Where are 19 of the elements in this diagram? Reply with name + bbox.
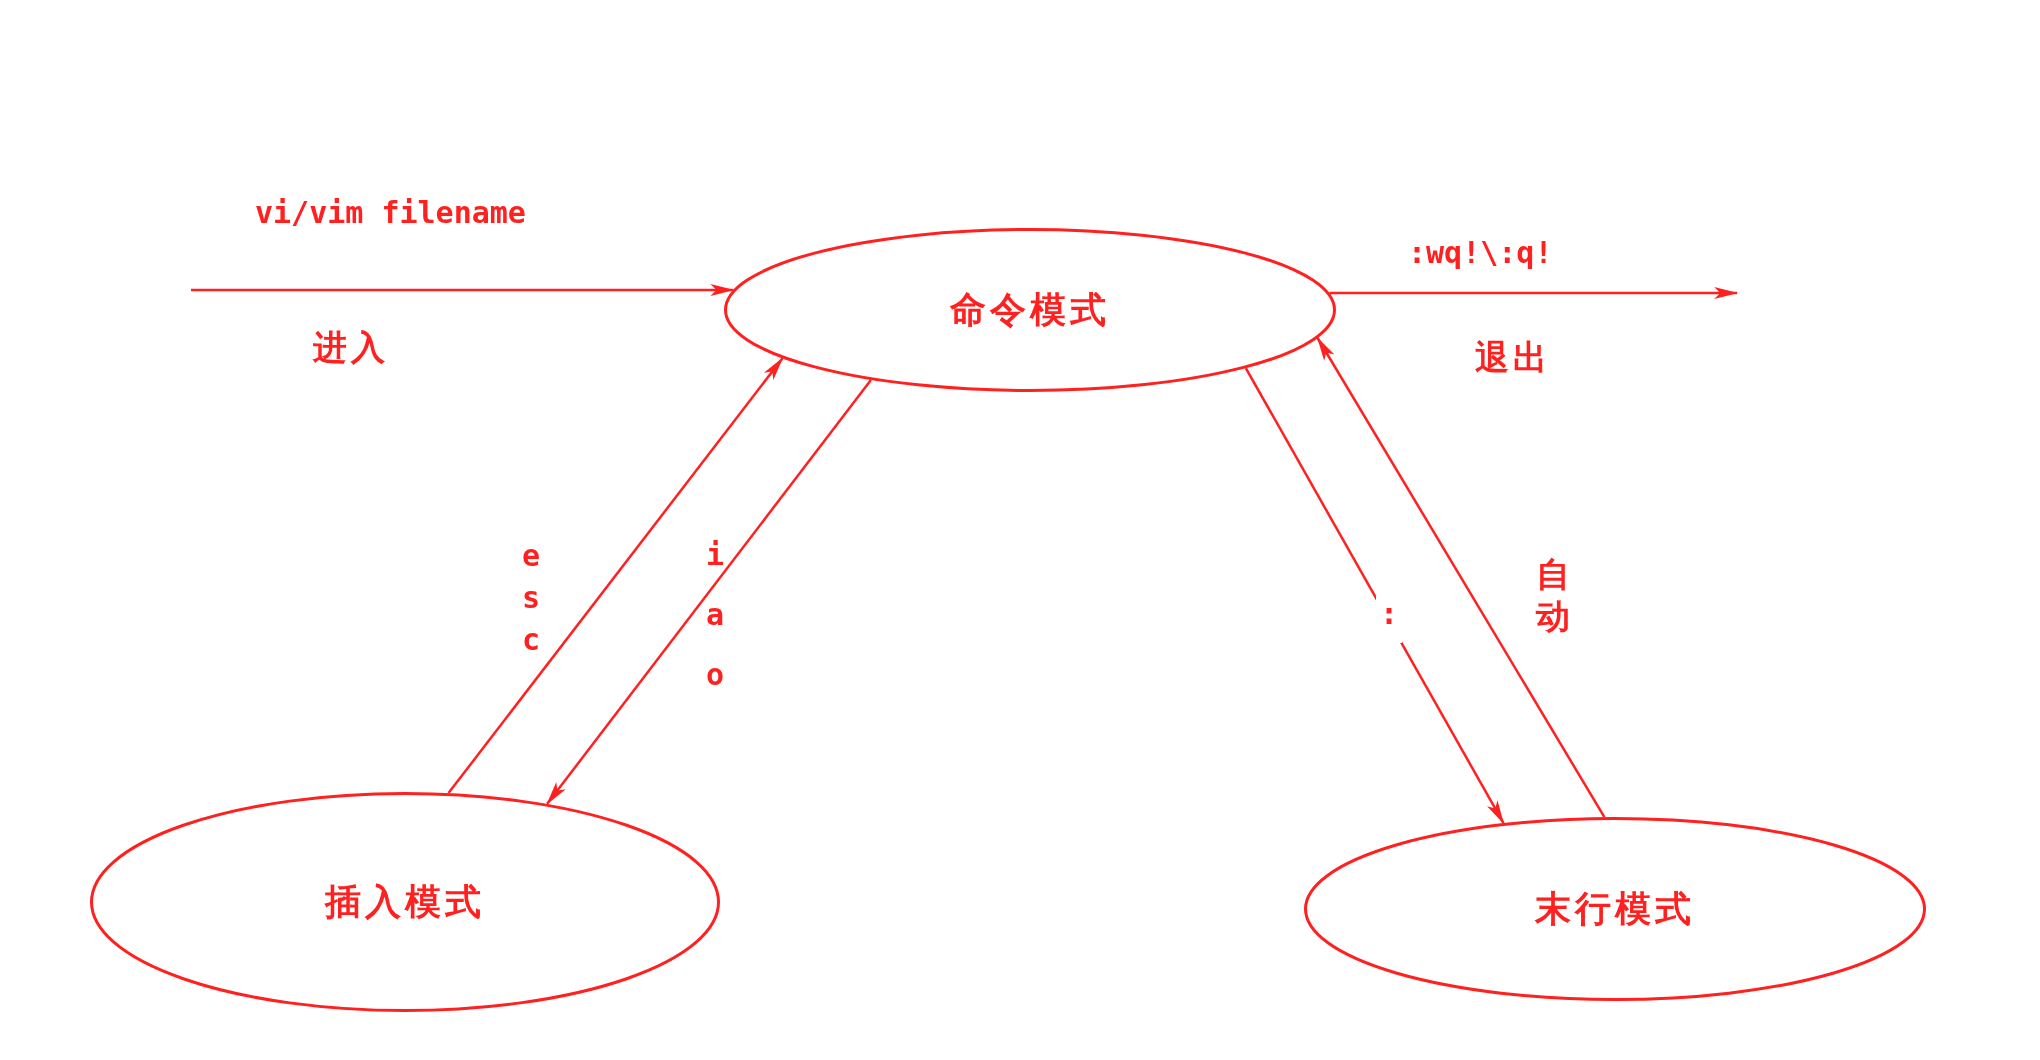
node-label: 末行模式 [1534, 886, 1696, 931]
arrow [546, 379, 872, 805]
edge-label: esc [522, 537, 541, 659]
edge-label: vi/vim filename [255, 198, 526, 228]
text-label: 退出 [1475, 340, 1551, 374]
mode-ellipse [90, 792, 720, 1012]
arrow [1244, 367, 1505, 825]
edge-label: i a o [706, 536, 725, 694]
edge-label: :wq!\:q! [1408, 238, 1553, 268]
node-label: 命令模式 [949, 287, 1111, 332]
arrow [447, 357, 784, 794]
arrow [1316, 336, 1606, 818]
arrow [1329, 287, 1739, 299]
arrow [191, 284, 735, 296]
edge-label: 自动 [1536, 553, 1570, 637]
node-label: 插入模式 [323, 879, 486, 924]
mode-ellipse [1304, 817, 1926, 1001]
mode-ellipse [724, 228, 1336, 392]
text-label: 进入 [313, 330, 389, 364]
